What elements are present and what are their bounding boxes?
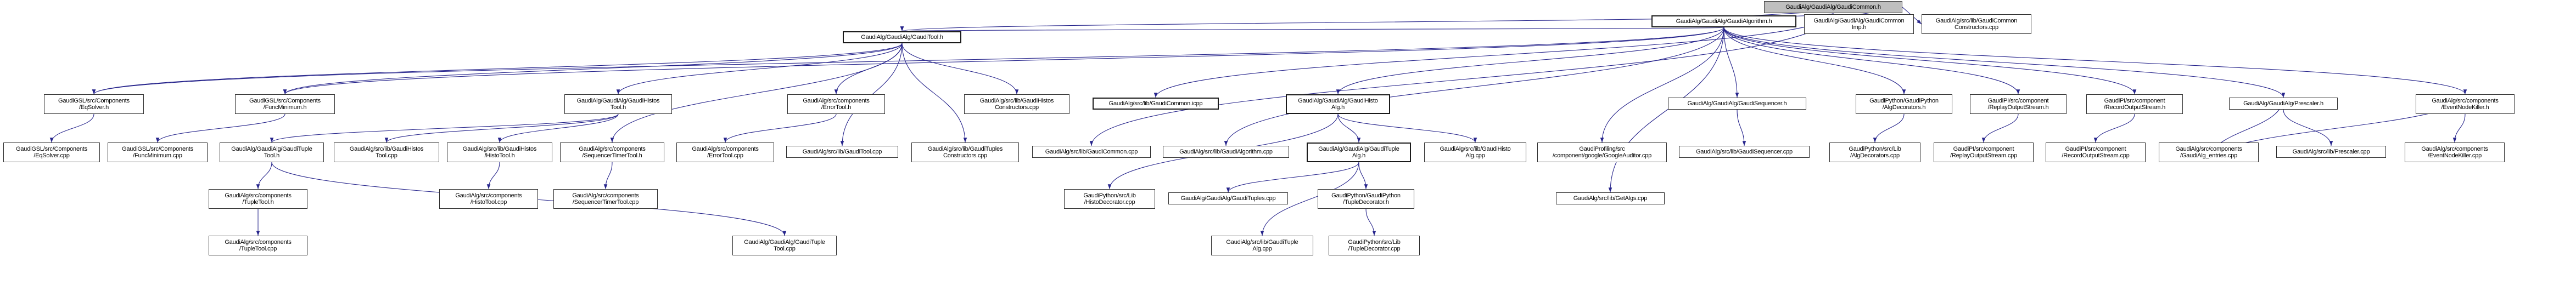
graph-edge bbox=[1723, 27, 1739, 98]
graph-node[interactable]: GaudiGSL/src/Components /EqSolver.h bbox=[44, 94, 144, 114]
graph-node[interactable]: GaudiAlg/src/lib/GaudiHistos Constructor… bbox=[964, 94, 1069, 114]
graph-node[interactable]: GaudiAlg/src/components /EventNodeKiller… bbox=[2416, 94, 2515, 114]
graph-node[interactable]: GaudiPython/src/Lib /AlgDecorators.cpp bbox=[1829, 142, 1920, 162]
graph-node[interactable]: GaudiAlg/GaudiAlg/GaudiTuples.cpp bbox=[1168, 192, 1288, 204]
graph-node[interactable]: GaudiAlg/src/lib/GaudiSequencer.cpp bbox=[1679, 146, 1810, 158]
graph-node[interactable]: GaudiGSL/src/Components /EqSolver.cpp bbox=[3, 142, 100, 162]
graph-edge bbox=[283, 27, 1724, 95]
graph-node[interactable]: GaudiAlg/GaudiAlg/GaudiTuple Tool.cpp bbox=[732, 236, 837, 255]
graph-node[interactable]: GaudiAlg/src/lib/Prescaler.cpp bbox=[2276, 146, 2386, 158]
graph-edge bbox=[1723, 27, 2467, 95]
graph-node[interactable]: GaudiAlg/GaudiAlg/GaudiTuple Alg.h bbox=[1307, 142, 1411, 162]
graph-edge bbox=[2283, 109, 2333, 146]
graph-edge bbox=[834, 43, 903, 95]
graph-node[interactable]: GaudiAlg/src/lib/GaudiTuple Alg.cpp bbox=[1211, 236, 1313, 255]
graph-edge bbox=[270, 113, 619, 143]
graph-edge bbox=[723, 113, 837, 143]
graph-edge bbox=[2452, 113, 2466, 143]
graph-node[interactable]: GaudiAlg/src/lib/GaudiAlgorithm.cpp bbox=[1163, 146, 1289, 158]
graph-edge bbox=[1723, 27, 2020, 95]
graph-edge bbox=[283, 43, 903, 95]
graph-node[interactable]: GaudiAlg/src/components /TupleTool.cpp bbox=[209, 236, 307, 255]
graph-edge bbox=[1365, 208, 1376, 236]
graph-node-root[interactable]: GaudiAlg/GaudiAlg/GaudiCommon.h bbox=[1764, 1, 1902, 13]
graph-edge bbox=[1226, 162, 1359, 193]
graph-node[interactable]: GaudiAlg/GaudiAlg/GaudiHistos Tool.h bbox=[564, 94, 672, 114]
graph-edge bbox=[1337, 113, 1477, 143]
graph-edge bbox=[1723, 27, 2286, 98]
graph-edge bbox=[1336, 27, 1724, 95]
graph-node[interactable]: GaudiPI/src/component /ReplayOutputStrea… bbox=[1970, 94, 2067, 114]
graph-node[interactable]: GaudiAlg/src/lib/GaudiTool.cpp bbox=[786, 146, 898, 158]
graph-node[interactable]: GaudiProfiling/src /component/google/Goo… bbox=[1537, 142, 1667, 162]
graph-edge bbox=[1723, 27, 2137, 95]
graph-edge bbox=[616, 43, 903, 95]
graph-node[interactable]: GaudiAlg/src/lib/GaudiCommon.cpp bbox=[1032, 146, 1151, 158]
graph-node[interactable]: GaudiPython/GaudiPython /AlgDecorators.h bbox=[1856, 94, 1952, 114]
graph-edge bbox=[1337, 113, 1361, 143]
graph-node[interactable]: GaudiPython/src/Lib /HistoDecorator.cpp bbox=[1064, 189, 1155, 209]
graph-node[interactable]: GaudiPI/src/component /ReplayOutputStrea… bbox=[1934, 142, 2034, 162]
graph-node[interactable]: GaudiAlg/GaudiAlg/Prescaler.h bbox=[2229, 98, 2338, 110]
graph-edge bbox=[384, 113, 619, 143]
graph-edge bbox=[901, 43, 1019, 95]
graph-node[interactable]: GaudiAlg/src/components /GaudiAlg_entrie… bbox=[2159, 142, 2259, 162]
graph-node[interactable]: GaudiAlg/src/components /TupleTool.h bbox=[209, 189, 307, 209]
graph-node[interactable]: GaudiAlg/src/components /HistoTool.cpp bbox=[439, 189, 538, 209]
graph-edge bbox=[1737, 109, 1746, 146]
graph-edge bbox=[256, 162, 272, 190]
graph-node[interactable]: GaudiAlg/src/lib/GetAlgs.cpp bbox=[1556, 192, 1665, 204]
graph-edge bbox=[497, 113, 619, 143]
graph-node[interactable]: GaudiAlg/GaudiAlg/GaudiHisto Alg.h bbox=[1286, 94, 1390, 114]
graph-edge bbox=[610, 43, 903, 143]
graph-edge bbox=[486, 162, 500, 190]
graph-node[interactable]: GaudiAlg/src/components /SequencerTimerT… bbox=[553, 189, 658, 209]
graph-edge bbox=[901, 26, 1724, 32]
graph-node[interactable]: GaudiAlg/src/components /EventNodeKiller… bbox=[2405, 142, 2505, 162]
graph-edge bbox=[1358, 162, 1368, 190]
graph-node[interactable]: GaudiPI/src/component /RecordOutputStrea… bbox=[2086, 94, 2183, 114]
graph-node[interactable]: GaudiAlg/GaudiAlg/GaudiAlgorithm.h bbox=[1651, 15, 1796, 27]
graph-node[interactable]: GaudiAlg/src/lib/GaudiCommon Constructor… bbox=[1922, 14, 2031, 34]
graph-edge bbox=[1089, 13, 1834, 146]
graph-edge bbox=[2093, 113, 2135, 143]
graph-node[interactable]: GaudiAlg/GaudiAlg/GaudiTool.h bbox=[843, 31, 961, 43]
graph-node[interactable]: GaudiGSL/src/Components /FuncMinimum.cpp bbox=[108, 142, 208, 162]
graph-node[interactable]: GaudiAlg/src/components /ErrorTool.cpp bbox=[676, 142, 774, 162]
graph-node[interactable]: GaudiAlg/GaudiAlg/GaudiTuple Tool.h bbox=[220, 142, 324, 162]
graph-edge bbox=[1873, 113, 1905, 143]
graph-edge bbox=[155, 113, 285, 143]
graph-node[interactable]: GaudiPI/src/component /RecordOutputStrea… bbox=[2046, 142, 2146, 162]
graph-edge bbox=[49, 113, 94, 143]
graph-node[interactable]: GaudiAlg/GaudiAlg/GaudiCommon Imp.h bbox=[1804, 14, 1914, 34]
graph-edge bbox=[1723, 27, 1906, 95]
graph-node[interactable]: GaudiAlg/src/components /ErrorTool.h bbox=[787, 94, 885, 114]
graph-node[interactable]: GaudiPython/src/Lib /TupleDecorator.cpp bbox=[1329, 236, 1420, 255]
graph-edge bbox=[1600, 27, 1724, 143]
graph-edge bbox=[603, 162, 613, 190]
graph-edge bbox=[92, 43, 903, 95]
graph-edge bbox=[1981, 113, 2019, 143]
graph-node[interactable]: GaudiAlg/src/lib/GaudiTuples Constructor… bbox=[911, 142, 1019, 162]
graph-node[interactable]: GaudiAlg/src/lib/GaudiHistos Tool.cpp bbox=[334, 142, 439, 162]
graph-node[interactable]: GaudiPython/GaudiPython /TupleDecorator.… bbox=[1318, 189, 1414, 209]
graph-edge bbox=[1608, 27, 1724, 193]
graph-edge bbox=[901, 43, 967, 143]
graph-node[interactable]: GaudiAlg/src/lib/GaudiHisto Alg.cpp bbox=[1424, 142, 1526, 162]
graph-node[interactable]: GaudiGSL/src/Components /FuncMinimum.h bbox=[235, 94, 335, 114]
graph-edge bbox=[1224, 27, 1724, 146]
graph-node[interactable]: GaudiAlg/src/lib/GaudiHistos /HistoTool.… bbox=[447, 142, 552, 162]
graph-node[interactable]: GaudiAlg/src/components /SequencerTimerT… bbox=[560, 142, 664, 162]
graph-node[interactable]: GaudiAlg/GaudiAlg/GaudiSequencer.h bbox=[1668, 98, 1806, 110]
graph-node[interactable]: GaudiAlg/src/lib/GaudiCommon.icpp bbox=[1093, 98, 1219, 110]
